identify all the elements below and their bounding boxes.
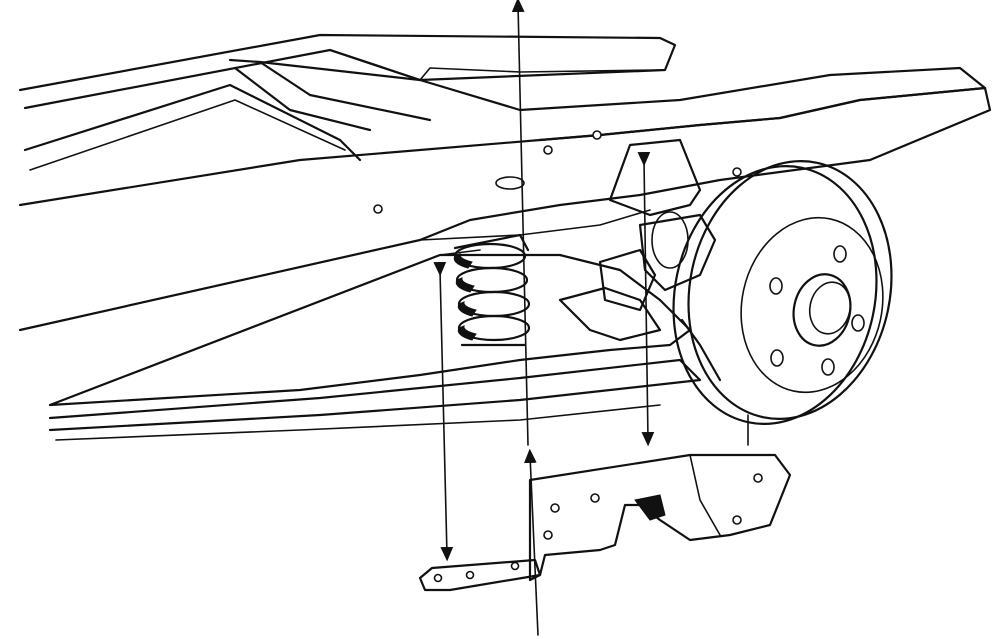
frame-slot-hole xyxy=(495,176,525,190)
wheel-hub xyxy=(792,273,852,347)
shock-tower xyxy=(598,138,717,312)
bracket-strip xyxy=(418,558,542,592)
chassis-frame-upper xyxy=(18,33,987,171)
mounting-bracket xyxy=(528,453,792,582)
vertical-arrow-lower xyxy=(523,448,539,636)
wheel-stud xyxy=(769,245,865,376)
frame-rivet xyxy=(543,145,553,155)
frame-rivet xyxy=(592,130,602,140)
frame-rivet xyxy=(373,204,383,214)
lower-control-arm xyxy=(48,249,702,441)
brake-disc xyxy=(672,160,893,425)
double-arrow-right xyxy=(637,151,655,447)
alignment-arrows xyxy=(433,0,749,636)
vertical-arrow-up xyxy=(511,0,529,446)
coil-spring xyxy=(453,233,531,347)
double-arrow-left xyxy=(433,261,454,562)
frame-rivet xyxy=(732,167,742,177)
chassis-frame-rail xyxy=(18,86,992,332)
